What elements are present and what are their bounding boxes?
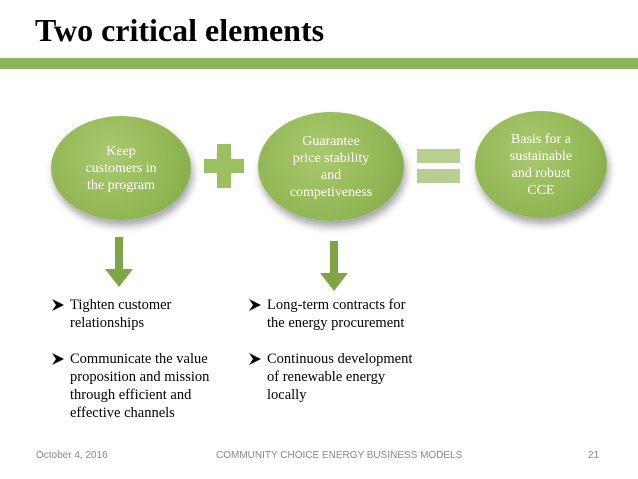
bullet-list-right: Long-term contracts for the energy procu… — [249, 296, 449, 422]
list-item: Continuous development of renewable ener… — [249, 350, 449, 404]
footer-page-number: 21 — [588, 450, 600, 461]
circle-3-line-2: sustainable — [509, 148, 573, 164]
circle-2-line-2: price stability — [292, 150, 370, 166]
list-item: Long-term contracts for the energy procu… — [249, 296, 449, 332]
arrowhead-bullet-icon — [52, 353, 64, 365]
circle-basis-for-cce: Basis for a sustainable and robust CCE — [475, 111, 607, 218]
circle-1-line-3: the program — [86, 177, 156, 193]
bullet-line: relationships — [70, 315, 145, 331]
slide-title: Two critical elements — [35, 12, 325, 48]
bullet-line: proposition and mission — [70, 369, 210, 385]
bullet-line: Communicate the value — [70, 351, 208, 367]
bullet-line: the energy procurement — [267, 315, 405, 331]
bullet-line: Tighten customer — [70, 297, 172, 313]
circle-2-line-3: and — [320, 167, 342, 183]
circle-3-line-1: Basis for a — [511, 131, 571, 147]
arrowhead-bullet-icon — [249, 299, 261, 311]
equals-icon — [417, 149, 460, 183]
circle-3-line-4: CCE — [527, 182, 555, 198]
down-arrow-icon — [320, 241, 348, 291]
footer-title: COMMUNITY CHOICE ENERGY BUSINESS MODELS — [216, 450, 463, 461]
bullet-line: Long-term contracts for — [267, 297, 406, 313]
bullet-line: effective channels — [70, 405, 175, 421]
bullet-list-left: Tighten customer relationships Communica… — [52, 296, 237, 440]
title-underline-bar — [0, 58, 638, 69]
circle-2-line-1: Guarantee — [302, 133, 360, 149]
circle-2-line-4: competiveness — [289, 184, 373, 200]
down-arrow-icon — [105, 237, 133, 287]
circle-3-line-3: and robust — [511, 165, 571, 181]
list-item: Tighten customer relationships — [52, 296, 237, 332]
bullet-line: Continuous development — [267, 351, 413, 367]
circle-keep-customers: Keep customers in the program — [51, 116, 191, 220]
footer-date: October 4, 2016 — [36, 450, 108, 461]
plus-icon — [204, 144, 244, 188]
circle-1-line-2: customers in — [85, 160, 157, 176]
bullet-line: of renewable energy — [267, 369, 386, 385]
circle-1-line-1: Keep — [106, 143, 136, 159]
bullet-line: through efficient and — [70, 387, 192, 403]
list-item: Communicate the value proposition and mi… — [52, 350, 237, 422]
arrowhead-bullet-icon — [52, 299, 64, 311]
arrowhead-bullet-icon — [249, 353, 261, 365]
circle-guarantee-price-stability: Guarantee price stability and competiven… — [258, 112, 404, 221]
bullet-line: locally — [267, 387, 307, 403]
